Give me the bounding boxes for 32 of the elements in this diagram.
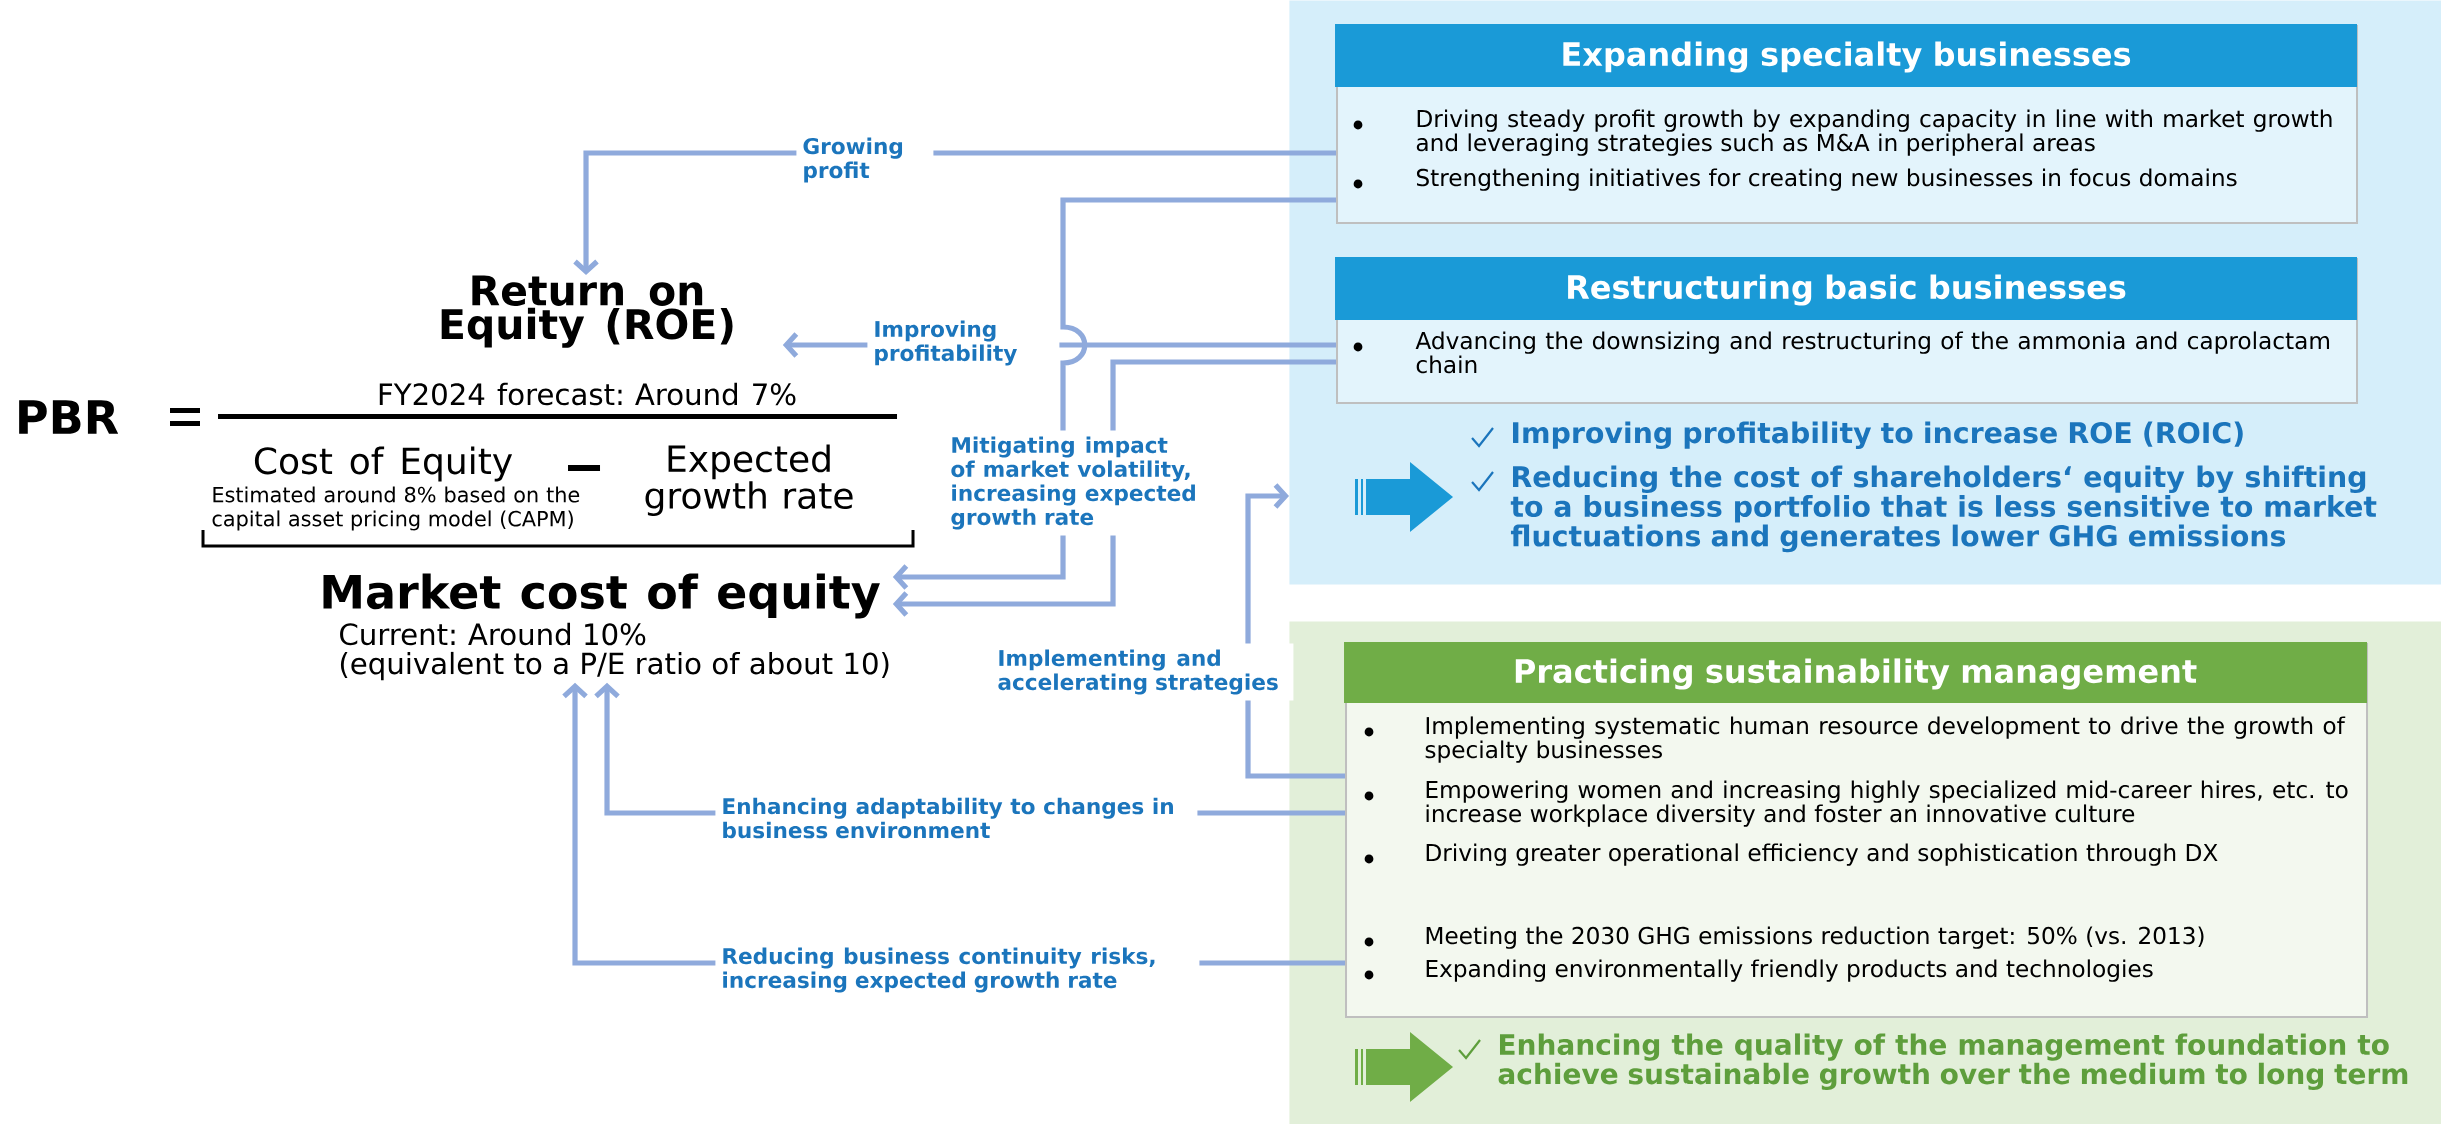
note-text: FY2024 forecast: Around 7% bbox=[379, 382, 796, 406]
info-card bbox=[1344, 642, 2368, 1018]
term-heading: Expected growth rate bbox=[645, 444, 853, 517]
term-heading: Market cost of equity bbox=[323, 573, 880, 619]
bullet-item: Implementing systematic human resource development to drive the growth of specialty businesses bbox=[1364, 716, 2346, 763]
bullet-item: Driving steady profit growth by expanding capacity in line with market growth and leveraging strategies such as M&A in peripheral areas bbox=[1353, 109, 2332, 156]
term-heading: Return on Equity (ROE) bbox=[441, 275, 733, 348]
edge-label: Reducing business continuity risks, increasing expected growth rate bbox=[715, 941, 1200, 999]
bullet-item: Expanding environmentally friendly products and technologies bbox=[1364, 959, 2153, 982]
note-text: Current: Around 10% bbox=[340, 622, 646, 646]
info-card bbox=[1335, 257, 2358, 404]
note-text: Estimated around 8% based on the capital asset pricing model (CAPM) bbox=[212, 486, 580, 531]
edge-label: Implementing and accelerating strategies bbox=[991, 643, 1294, 701]
bullet-item: Strengthening initiatives for creating new businesses in focus domains bbox=[1353, 168, 2237, 191]
edge-label: Growing profit bbox=[796, 131, 934, 189]
bullet-item: Advancing the downsizing and restructuring of the ammonia and caprolactam chain bbox=[1353, 331, 2329, 374]
check-item: Improving profitability to increase ROE (ROIC) bbox=[1471, 421, 2243, 450]
edge-label: Enhancing adaptability to changes in business environment bbox=[715, 791, 1198, 845]
check-item: Reducing the cost of shareholders‘ equity by shifting to a business portfolio that is less sensitive to market fluctuations and generates lower GHG emissions bbox=[1471, 465, 2377, 553]
card-heading: Restructuring basic businesses bbox=[1568, 274, 2126, 306]
bullet-item: Empowering women and increasing highly specialized mid-career hires, etc. to increase workplace diversity and foster an innovative culture bbox=[1364, 780, 2348, 827]
check-item: Enhancing the quality of the management foundation to achieve sustainable growth over the medium to long term bbox=[1458, 1033, 2408, 1091]
term-heading: Cost of Equity bbox=[254, 446, 513, 482]
note-text: (equivalent to a P/E ratio of about 10) bbox=[340, 651, 889, 681]
edge-label: Mitigating impact of market volatility, increasing expected growth rate bbox=[944, 430, 1225, 536]
card-heading: Expanding specialty businesses bbox=[1563, 41, 2131, 73]
info-card bbox=[1335, 24, 2358, 224]
bullet-item: Driving greater operational efficiency and sophistication through DX bbox=[1364, 843, 2218, 866]
edge-label: Improving profitability bbox=[867, 314, 1060, 372]
bullet-item: Meeting the 2030 GHG emissions reduction target: 50% (vs. 2013) bbox=[1364, 926, 2204, 949]
card-heading: Practicing sustainability management bbox=[1515, 658, 2197, 690]
formula-label: PBR bbox=[19, 400, 119, 434]
